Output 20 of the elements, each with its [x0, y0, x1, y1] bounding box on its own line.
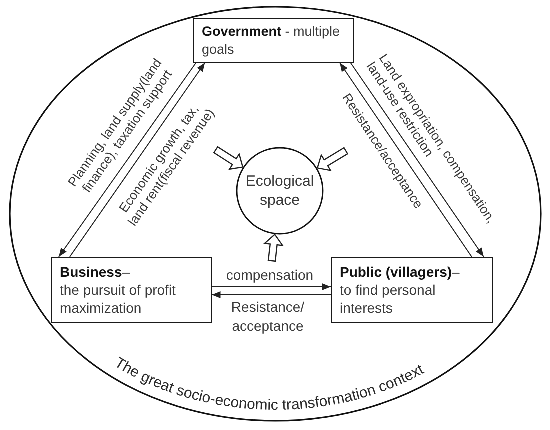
hollow-arrow: [316, 147, 349, 172]
actor-name: Business–: [60, 263, 132, 281]
arrow: [350, 62, 484, 258]
hollow-arrow: [264, 234, 284, 262]
hollow-arrow: [213, 146, 244, 170]
actor-box: [193, 18, 354, 63]
actor-name: Public (villagers)–: [340, 263, 461, 281]
arrow: [340, 62, 472, 258]
actor-description: the pursuit of profit maximization: [60, 281, 177, 317]
circle-label: Ecological space: [244, 172, 316, 210]
edge-label: Resistance/ acceptance: [230, 298, 306, 336]
actor-box: [331, 257, 493, 323]
actor-box: [51, 257, 212, 323]
ecological-circle: [236, 147, 324, 235]
actor-description: to find personal interests: [340, 281, 437, 317]
arrow: [212, 284, 332, 290]
edge-label: compensation: [225, 266, 315, 284]
actor-goal-text: Government - multiple goals: [202, 22, 342, 58]
arrow: [212, 292, 332, 298]
context-ellipse: [9, 6, 542, 422]
